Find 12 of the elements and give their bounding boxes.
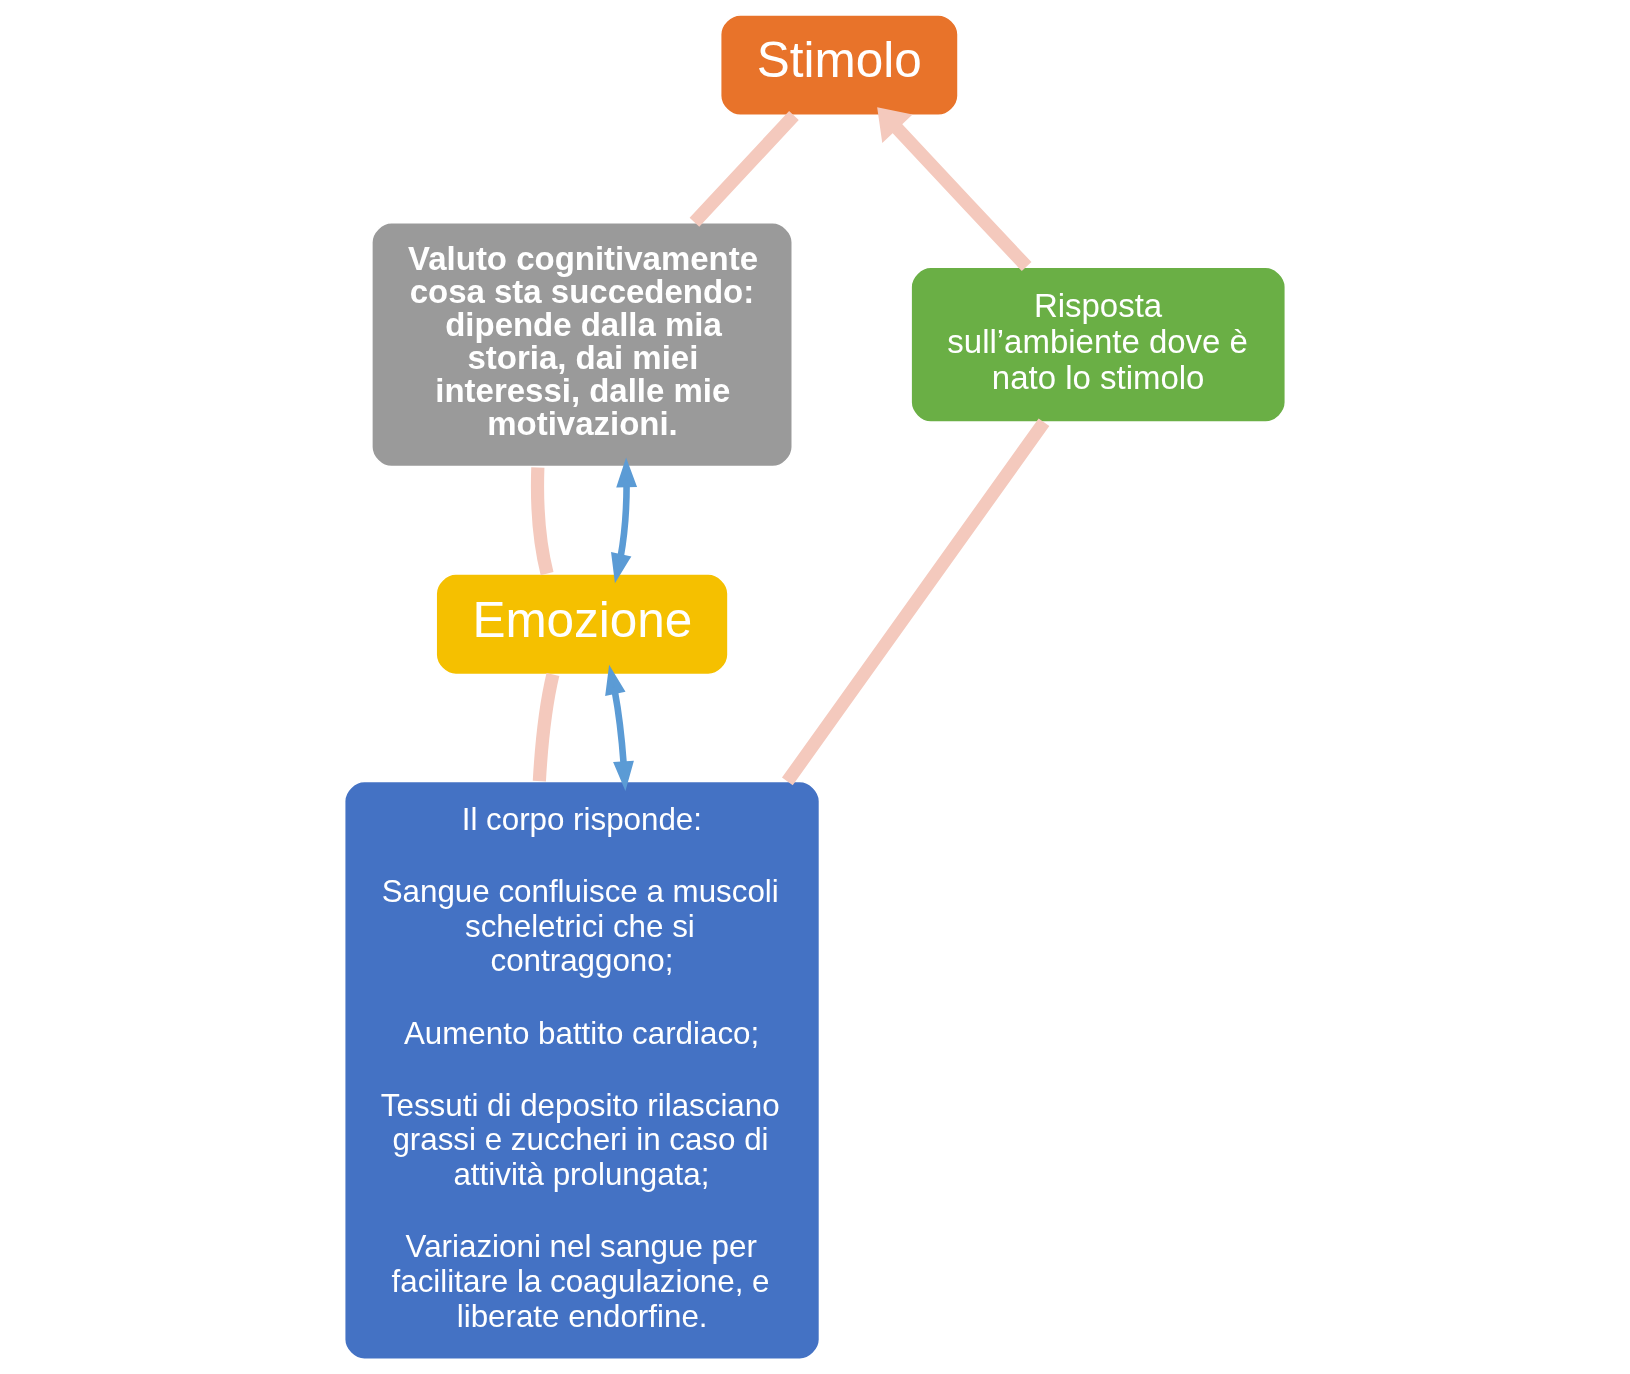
arrow: [611, 457, 638, 584]
node-box: Risposta sull’ambiente dove è nato lo stimolo: [910, 266, 1287, 423]
arrow: [605, 664, 634, 792]
connector: [530, 467, 554, 576]
node-box: Valuto cognitivamente cosa sta succedendo: dipende dalla mia storia, dai miei interessi, dalle mie motivazioni.: [371, 221, 794, 468]
arrow: [877, 107, 1032, 272]
connector: [782, 418, 1050, 786]
node-box: Il corpo risponde: Sangue confluisce a muscoli scheletrici che si contraggono; Aumento battito cardiaco; Tessuti di deposito rilasciano grassi e zuccheri in caso di attività prolungata; Variazioni nel sangue per facilitare la coagulazione, e liberate endorfine.: [343, 780, 821, 1361]
node-box: Emozione: [435, 573, 729, 676]
node-box: Stimolo: [719, 14, 959, 117]
connector: [689, 111, 799, 227]
connector: [532, 673, 560, 782]
